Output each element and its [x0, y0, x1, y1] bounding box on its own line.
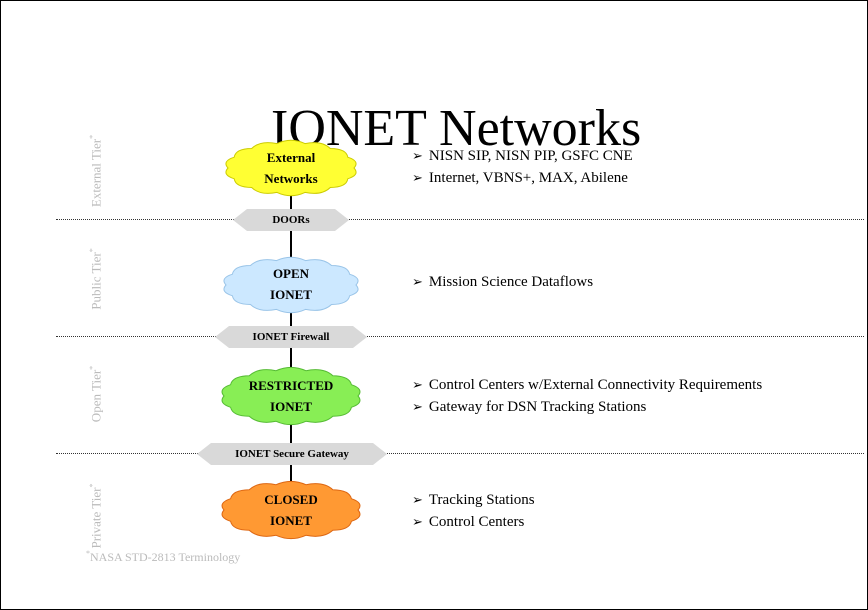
bullet-item: ➢Control Centers — [412, 514, 525, 530]
gateway-shape — [215, 326, 367, 348]
cloud-shape — [223, 256, 359, 314]
tier-divider-open-private — [56, 453, 864, 454]
footnote: *NASA STD-2813 Terminology — [86, 549, 241, 564]
bullet-item: ➢Gateway for DSN Tracking Stations — [412, 399, 647, 415]
cloud-shape — [225, 139, 357, 197]
bullet-list-private: ➢Tracking Stations ➢Control Centers — [412, 489, 535, 533]
bullet-item: ➢NISN SIP, NISN PIP, GSFC CNE — [412, 148, 633, 164]
cloud-shape — [221, 480, 361, 540]
bullet-item: ➢Internet, VBNS+, MAX, Abilene — [412, 170, 628, 186]
slide-title: IONET Networks — [271, 100, 642, 157]
bullet-list-open: ➢Control Centers w/External Connectivity… — [412, 374, 762, 418]
gateway-ionet-secure-gateway: IONET Secure Gateway — [197, 443, 387, 465]
gateway-ionet-firewall: IONET Firewall — [215, 326, 367, 348]
bullet-item: ➢Mission Science Dataflows — [412, 274, 594, 290]
bullet-arrow-icon: ➢ — [412, 170, 423, 185]
bullet-arrow-icon: ➢ — [412, 399, 423, 414]
tier-label-private: Private Tier* — [88, 483, 104, 549]
gateway-label: IONET Firewall — [252, 331, 330, 343]
cloud-shape — [221, 366, 361, 426]
tier-divider-external-public — [56, 219, 864, 220]
gateway-label: IONET Secure Gateway — [235, 448, 349, 460]
tier-divider-public-open — [56, 336, 864, 337]
bullet-arrow-icon: ➢ — [412, 377, 423, 392]
gateway-shape — [233, 209, 349, 231]
bullet-arrow-icon: ➢ — [412, 492, 423, 507]
gateway-shape — [197, 443, 387, 465]
bullet-arrow-icon: ➢ — [412, 514, 423, 529]
gateway-doors: DOORs — [233, 209, 349, 231]
bullet-list-public: ➢Mission Science Dataflows — [412, 271, 593, 293]
gateway-label: DOORs — [272, 214, 310, 226]
bullet-list-external: ➢NISN SIP, NISN PIP, GSFC CNE ➢Internet,… — [412, 145, 633, 189]
bullet-item: ➢Tracking Stations — [412, 492, 535, 508]
bullet-arrow-icon: ➢ — [412, 274, 423, 289]
bullet-item: ➢Control Centers w/External Connectivity… — [412, 377, 763, 393]
bullet-arrow-icon: ➢ — [412, 148, 423, 163]
